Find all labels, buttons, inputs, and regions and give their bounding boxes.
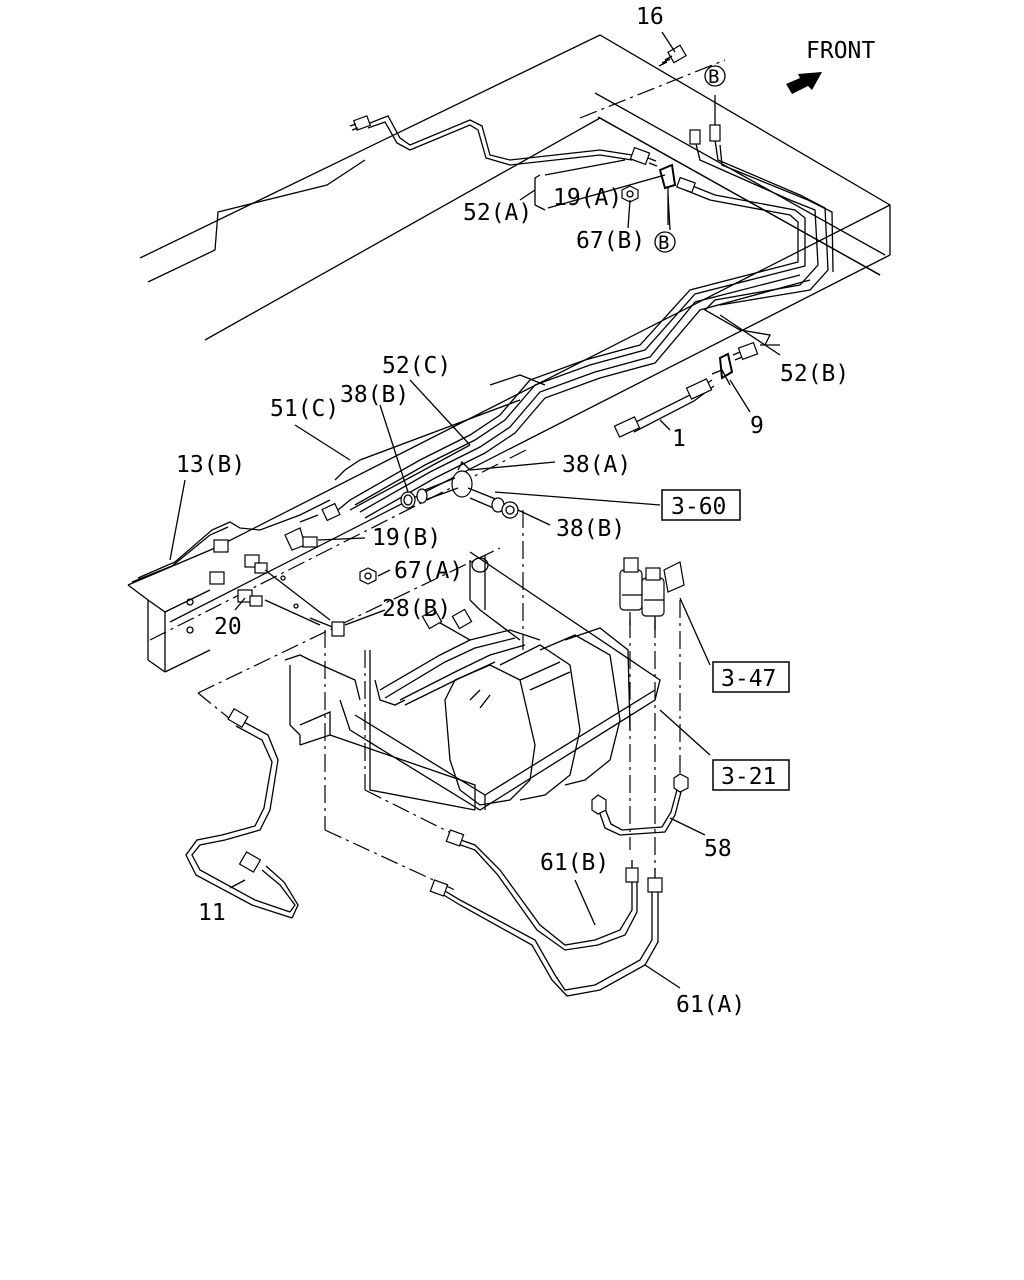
pipe-58 — [591, 773, 689, 836]
svg-text:B: B — [658, 232, 669, 254]
callout-58: 58 — [704, 836, 732, 862]
callout-38b-right: 38(B) — [556, 516, 625, 542]
reference-box-3-60[interactable]: 3-60 — [661, 489, 741, 521]
tank-assembly — [284, 551, 661, 811]
callout-1: 1 — [672, 426, 686, 452]
front-arrow-icon — [786, 72, 822, 94]
bolt-28b — [309, 617, 345, 637]
svg-text:3-60: 3-60 — [671, 494, 726, 520]
clamp-38b-lower — [501, 501, 519, 519]
union-20 — [237, 554, 331, 626]
leader-lines — [169, 31, 781, 989]
elbow-19b — [284, 514, 319, 551]
callout-67b: 67(B) — [576, 228, 645, 254]
callout-19a: 19(A) — [553, 185, 622, 211]
callout-11: 11 — [198, 900, 226, 926]
fitting-51c — [321, 502, 341, 522]
svg-text:B: B — [708, 66, 719, 88]
callout-38b-top: 38(B) — [340, 382, 409, 408]
fitting-top-left — [349, 115, 372, 131]
clamp-38b-upper — [400, 491, 416, 509]
bolt-16 — [658, 44, 687, 67]
callout-labels: 16 52(A) 19(A) 67(B) 52(C) 38(B) 51(C) 5… — [176, 4, 849, 1018]
hose-1 — [613, 352, 734, 438]
valve-assembly — [619, 557, 685, 630]
pipe-61b — [445, 829, 639, 951]
clip-19a — [658, 163, 677, 225]
callout-52b: 52(B) — [780, 361, 849, 387]
reference-box-3-47[interactable]: 3-47 — [712, 661, 790, 693]
svg-text:3-21: 3-21 — [721, 764, 776, 790]
circled-marker-bottom: B — [654, 231, 676, 254]
fittings-13b — [209, 539, 229, 585]
hose-3-60 — [416, 477, 505, 513]
callout-28b: 28(B) — [382, 596, 451, 622]
reference-box-3-21[interactable]: 3-21 — [712, 759, 790, 791]
fitting-52a — [629, 146, 658, 167]
callout-52c: 52(C) — [382, 353, 451, 379]
callout-13b: 13(B) — [176, 452, 245, 478]
callout-20: 20 — [214, 614, 242, 640]
callout-51c: 51(C) — [270, 396, 339, 422]
svg-text:3-47: 3-47 — [721, 666, 776, 692]
pipe-61a — [429, 868, 663, 997]
callout-38a: 38(A) — [562, 452, 631, 478]
circled-marker-top: B — [704, 65, 726, 88]
nut-67a — [359, 567, 377, 585]
brake-pipe-bundle — [131, 115, 834, 583]
clamp-38a — [451, 460, 473, 498]
callout-16: 16 — [636, 4, 664, 30]
pipe-11 — [185, 707, 299, 919]
callout-61a: 61(A) — [676, 992, 745, 1018]
front-label: FRONT — [806, 38, 875, 64]
nut-67b — [621, 185, 639, 203]
callout-19b: 19(B) — [372, 525, 441, 551]
fitting-52b — [732, 341, 759, 361]
fittings — [209, 44, 759, 637]
callout-52a: 52(A) — [463, 200, 532, 226]
callout-61b: 61(B) — [540, 850, 609, 876]
callout-9: 9 — [750, 413, 764, 439]
fitting-front-right — [676, 95, 721, 194]
callout-67a: 67(A) — [394, 558, 463, 584]
